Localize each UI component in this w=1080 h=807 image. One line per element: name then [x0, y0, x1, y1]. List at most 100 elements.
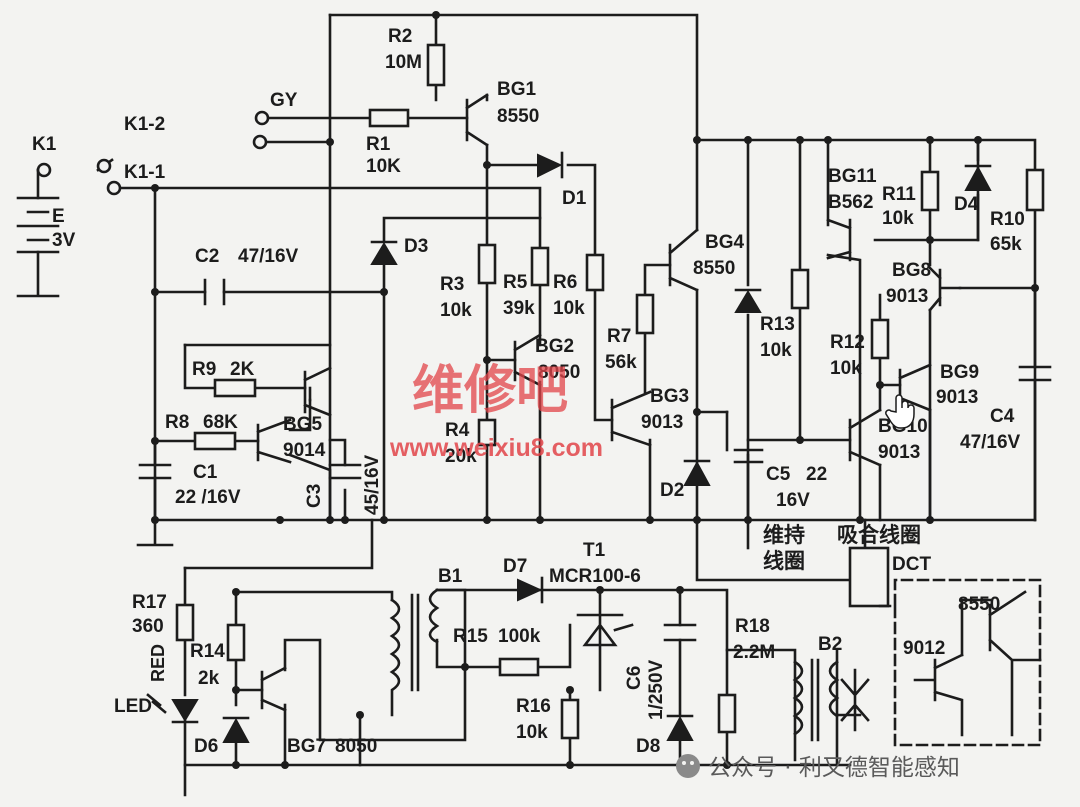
label-r16: R16	[516, 696, 551, 717]
label-r4: R4	[445, 420, 470, 441]
label-c4: C4	[990, 406, 1015, 427]
label-bg11: BG11	[828, 166, 877, 187]
transistor-bg5-upper	[303, 366, 332, 417]
resistor-r3	[477, 243, 497, 285]
label-gy: GY	[270, 90, 298, 111]
label-r6-value: 10k	[553, 298, 585, 319]
resistor-r2	[426, 43, 446, 87]
hand-cursor-icon	[885, 394, 915, 429]
label-d3: D3	[404, 236, 428, 257]
label-r13-value: 10k	[760, 340, 792, 361]
label-led: LED	[114, 696, 152, 717]
label-r14: R14	[190, 641, 225, 662]
label-c2-value: 47/16V	[238, 246, 299, 267]
transistor-bg3	[610, 390, 652, 447]
label-b1: B1	[438, 566, 463, 587]
label-c5: C5	[766, 464, 791, 485]
label-r9: R9	[192, 359, 216, 380]
label-c3-value: 45/16V	[362, 454, 383, 515]
resistor-r6	[585, 253, 605, 292]
transistor-bg8	[928, 266, 962, 312]
label-c5-voltage: 16V	[776, 490, 810, 511]
label-q8550: 8550	[958, 594, 1000, 615]
label-c4-value: 47/16V	[960, 432, 1021, 453]
label-bg3-value: 9013	[641, 412, 683, 433]
resistor-r16	[560, 698, 580, 740]
diode-d3	[370, 242, 398, 265]
label-b2: B2	[818, 634, 842, 655]
watermark-account: 公众号 · 利又德智能感知	[708, 755, 960, 781]
label-k1-1: K1-1	[124, 162, 166, 183]
diode-d2	[683, 460, 711, 486]
label-bg9: BG9	[940, 362, 979, 383]
label-r3-value: 10k	[440, 300, 472, 321]
label-c6: C6	[624, 666, 645, 690]
capacitor-c2	[203, 278, 226, 306]
resistors	[175, 43, 1045, 740]
junction-dots	[151, 11, 1039, 769]
transistor-bg11	[826, 218, 852, 262]
label-r7: R7	[607, 326, 631, 347]
watermark-url: www.weixiu8.com	[389, 434, 603, 462]
resistor-r4	[477, 418, 497, 447]
label-bg10-value: 9013	[878, 442, 920, 463]
thyristor-t1	[576, 613, 634, 647]
transistors	[256, 93, 962, 712]
label-r17-value: 360	[132, 616, 164, 637]
diode-d-r13	[734, 290, 762, 313]
label-bg8-value: 9013	[886, 286, 928, 307]
label-r6: R6	[553, 272, 577, 293]
wechat-icon	[676, 754, 700, 778]
label-r10-value: 65k	[990, 234, 1022, 255]
label-dct: DCT	[892, 554, 931, 575]
label-c6-value: 1/250V	[646, 659, 667, 720]
watermarks: 维修吧 www.weixiu8.com 公众号 · 利又德智能感知	[389, 361, 960, 781]
label-c1-value: 22 /16V	[175, 487, 241, 508]
resistor-r8	[193, 431, 237, 451]
label-c1: C1	[193, 462, 218, 483]
label-bg1-value: 8550	[497, 106, 539, 127]
label-r1: R1	[366, 134, 391, 155]
label-t1: T1	[583, 540, 606, 561]
label-r7-value: 56k	[605, 352, 637, 373]
label-k1-2: K1-2	[124, 114, 165, 135]
label-d6: D6	[194, 736, 218, 757]
resistor-r10	[1025, 168, 1045, 212]
capacitors	[138, 278, 1052, 642]
label-bg7-value: 8050	[335, 736, 377, 757]
battery-e	[16, 196, 60, 254]
label-r12: R12	[830, 332, 865, 353]
label-c2: C2	[195, 246, 219, 267]
diode-d4	[964, 165, 992, 191]
label-bg11-value: B562	[828, 192, 873, 213]
resistor-r17	[175, 603, 195, 642]
label-bg4-value: 8550	[693, 258, 735, 279]
resistor-r12	[870, 318, 890, 360]
label-c5-value: 22	[806, 464, 827, 485]
resistor-r7	[635, 293, 655, 335]
relay-dct	[848, 546, 1042, 747]
label-r8-value: 68K	[203, 412, 238, 433]
resistor-r11	[920, 170, 940, 212]
resistor-r14	[226, 623, 246, 662]
labels: R2 10M BG1 8550 GY K1-2 K1-1 K1 R1 10K E…	[32, 26, 1025, 757]
label-r11-value: 10k	[882, 208, 914, 229]
label-r15-value: 100k	[498, 626, 541, 647]
label-c3: C3	[304, 484, 325, 508]
label-bg2: BG2	[535, 336, 574, 357]
transistor-bg1	[465, 93, 489, 147]
resistor-r18	[717, 693, 737, 734]
label-r10: R10	[990, 209, 1025, 230]
transformer-b2	[792, 658, 870, 742]
label-t1-value: MCR100-6	[549, 566, 641, 587]
label-bg9-value: 9013	[936, 387, 978, 408]
diode-d7	[517, 578, 543, 602]
capacitor-c3	[328, 463, 362, 480]
label-bg3: BG3	[650, 386, 689, 407]
label-d2: D2	[660, 480, 684, 501]
label-r18-value: 2.2M	[733, 642, 775, 663]
label-r5: R5	[503, 272, 528, 293]
resistor-r9	[213, 378, 257, 398]
label-r16-value: 10k	[516, 722, 548, 743]
label-bg4: BG4	[705, 232, 745, 253]
